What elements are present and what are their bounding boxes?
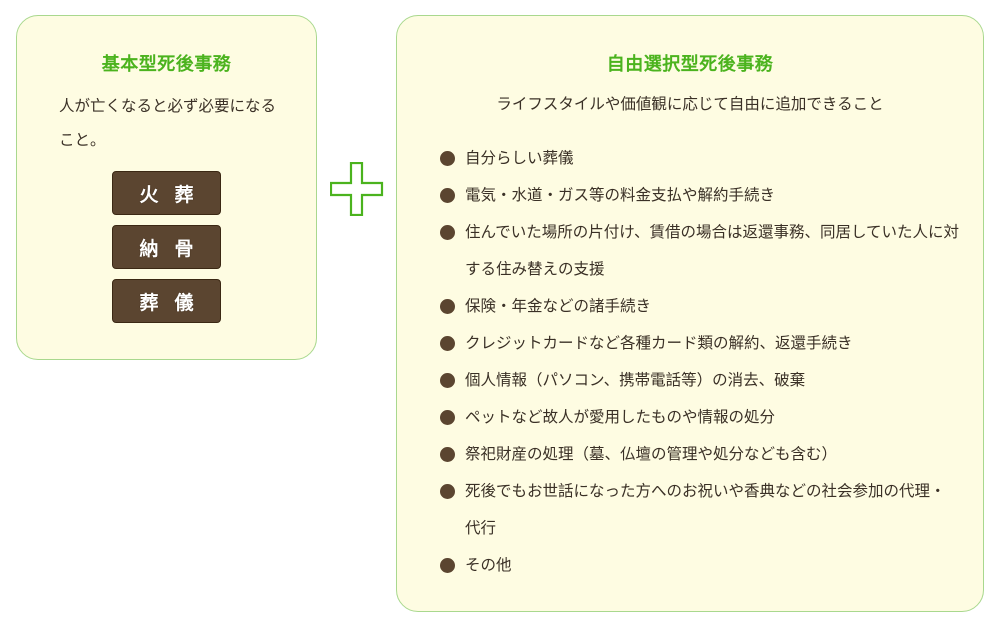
optional-affairs-subtitle: ライフスタイルや価値観に応じて自由に追加できること [496, 95, 884, 113]
list-item: 祭祀財産の処理（墓、仏壇の管理や処分なども含む） [440, 436, 960, 473]
list-item-label: 自分らしい葬儀 [465, 149, 574, 167]
bullet-icon [440, 336, 455, 351]
list-item: 保険・年金などの諸手続き [440, 288, 960, 325]
list-item-label: 個人情報（パソコン、携帯電話等）の消去、破棄 [465, 371, 806, 389]
bullet-icon [440, 484, 455, 499]
basic-affairs-title: 基本型死後事務 [101, 54, 232, 75]
bullet-icon [440, 151, 455, 166]
list-item: その他 [440, 547, 960, 584]
list-item-label: その他 [465, 556, 512, 574]
bullet-icon [440, 447, 455, 462]
basic-affairs-chips: 火葬 納骨 葬儀 [112, 171, 222, 333]
optional-affairs-list: 自分らしい葬儀 電気・水道・ガス等の料金支払や解約手続き 住んでいた場所の片付け… [440, 140, 960, 584]
basic-affairs-description: 人が亡くなると必ず必要になること。 [59, 97, 277, 149]
chip-funeral: 葬儀 [112, 279, 221, 323]
bullet-icon [440, 188, 455, 203]
list-item: 死後でもお世話になった方へのお祝いや香典などの社会参加の代理・代行 [440, 473, 960, 547]
basic-affairs-panel: 基本型死後事務 人が亡くなると必ず必要になること。 火葬 納骨 葬儀 [16, 15, 317, 360]
list-item: クレジットカードなど各種カード類の解約、返還手続き [440, 325, 960, 362]
list-item-label: 死後でもお世話になった方へのお祝いや香典などの社会参加の代理・代行 [465, 482, 946, 537]
list-item: 住んでいた場所の片付け、賃借の場合は返還事務、同居していた人に対する住み替えの支… [440, 214, 960, 288]
chip-interment: 納骨 [112, 225, 221, 269]
optional-affairs-panel: 自由選択型死後事務 ライフスタイルや価値観に応じて自由に追加できること 自分らし… [396, 15, 984, 612]
bullet-icon [440, 225, 455, 240]
bullet-icon [440, 410, 455, 425]
list-item-label: ペットなど故人が愛用したものや情報の処分 [465, 408, 776, 426]
list-item-label: クレジットカードなど各種カード類の解約、返還手続き [465, 334, 853, 352]
bullet-icon [440, 558, 455, 573]
chip-cremation: 火葬 [112, 171, 221, 215]
bullet-icon [440, 373, 455, 388]
bullet-icon [440, 299, 455, 314]
list-item-label: 住んでいた場所の片付け、賃借の場合は返還事務、同居していた人に対する住み替えの支… [465, 223, 959, 278]
plus-icon [330, 162, 384, 216]
list-item: 電気・水道・ガス等の料金支払や解約手続き [440, 177, 960, 214]
optional-affairs-title: 自由選択型死後事務 [606, 54, 774, 75]
list-item: 自分らしい葬儀 [440, 140, 960, 177]
list-item-label: 祭祀財産の処理（墓、仏壇の管理や処分なども含む） [465, 445, 838, 463]
list-item: 個人情報（パソコン、携帯電話等）の消去、破棄 [440, 362, 960, 399]
list-item-label: 保険・年金などの諸手続き [465, 297, 652, 315]
list-item-label: 電気・水道・ガス等の料金支払や解約手続き [465, 186, 776, 204]
list-item: ペットなど故人が愛用したものや情報の処分 [440, 399, 960, 436]
